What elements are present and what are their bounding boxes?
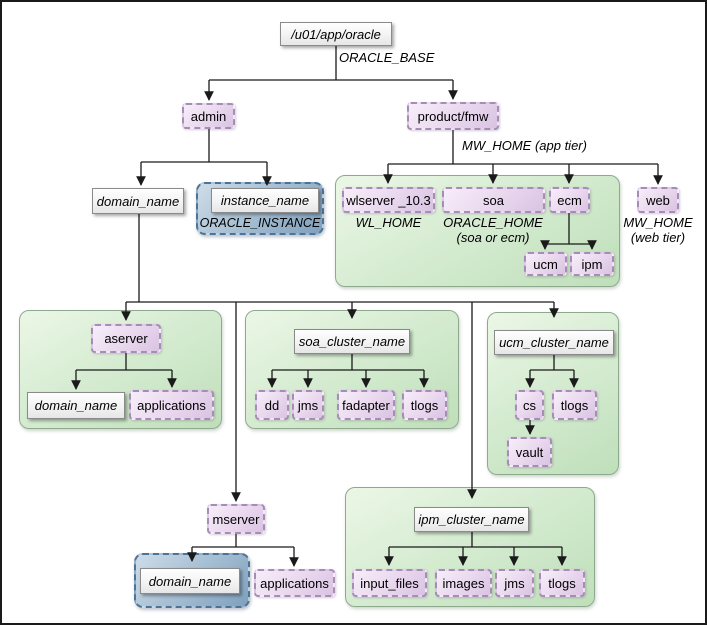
node-web: web (637, 187, 679, 213)
node-dd: dd (255, 390, 289, 420)
node-mserver: mserver (207, 504, 265, 534)
annotation-oracle-home: ORACLE_HOME (soa or ecm) (428, 215, 558, 245)
annotation-mw-home-web: MW_HOME (web tier) (617, 215, 699, 245)
node-jms-ipm: jms (495, 569, 534, 597)
annotation-wl-home: WL_HOME (355, 215, 422, 230)
node-aserver: aserver (91, 324, 161, 353)
node-applications-aserver: applications (129, 390, 214, 420)
node-soa-cluster-name: soa_cluster_name (294, 329, 410, 354)
node-fadapter: fadapter (337, 390, 395, 420)
annotation-oracle-home-line1: ORACLE_HOME (443, 215, 543, 230)
annotation-mw-home-app: MW_HOME (app tier) (462, 138, 587, 153)
node-admin: admin (182, 103, 235, 129)
node-jms-soa: jms (292, 390, 324, 420)
node-soa: soa (442, 187, 545, 213)
node-tlogs-soa: tlogs (402, 390, 447, 420)
node-ecm: ecm (549, 187, 590, 213)
node-product-fmw: product/fmw (407, 102, 499, 130)
node-ipm-cluster-name: ipm_cluster_name (414, 507, 529, 532)
node-ucm-cluster-name: ucm_cluster_name (494, 330, 614, 355)
annotation-mw-home-web-line1: MW_HOME (623, 215, 693, 230)
node-ipm: ipm (570, 252, 614, 276)
annotation-oracle-home-line2: (soa or ecm) (456, 230, 530, 245)
node-images: images (435, 569, 492, 597)
node-domain-name-admin: domain_name (92, 188, 184, 214)
annotation-oracle-base: ORACLE_BASE (339, 50, 435, 65)
node-domain-name-mserver: domain_name (140, 568, 240, 594)
node-input-files: input_files (352, 569, 427, 597)
node-applications-mserver: applications (254, 569, 335, 597)
node-cs: cs (515, 390, 544, 420)
node-tlogs-ucm: tlogs (552, 390, 597, 420)
annotation-oracle-instance: ORACLE_INSTANCE (199, 216, 321, 230)
node-ucm: ucm (524, 252, 567, 276)
annotation-mw-home-web-line2: (web tier) (630, 230, 686, 245)
node-wlserver: wlserver _10.3 (342, 187, 435, 213)
node-domain-name-aserver: domain_name (27, 392, 125, 419)
node-oracle-base-dir: /u01/app/oracle (280, 22, 392, 46)
node-vault: vault (507, 437, 552, 467)
node-instance-name: instance_name (211, 188, 319, 213)
node-tlogs-ipm: tlogs (539, 569, 585, 597)
